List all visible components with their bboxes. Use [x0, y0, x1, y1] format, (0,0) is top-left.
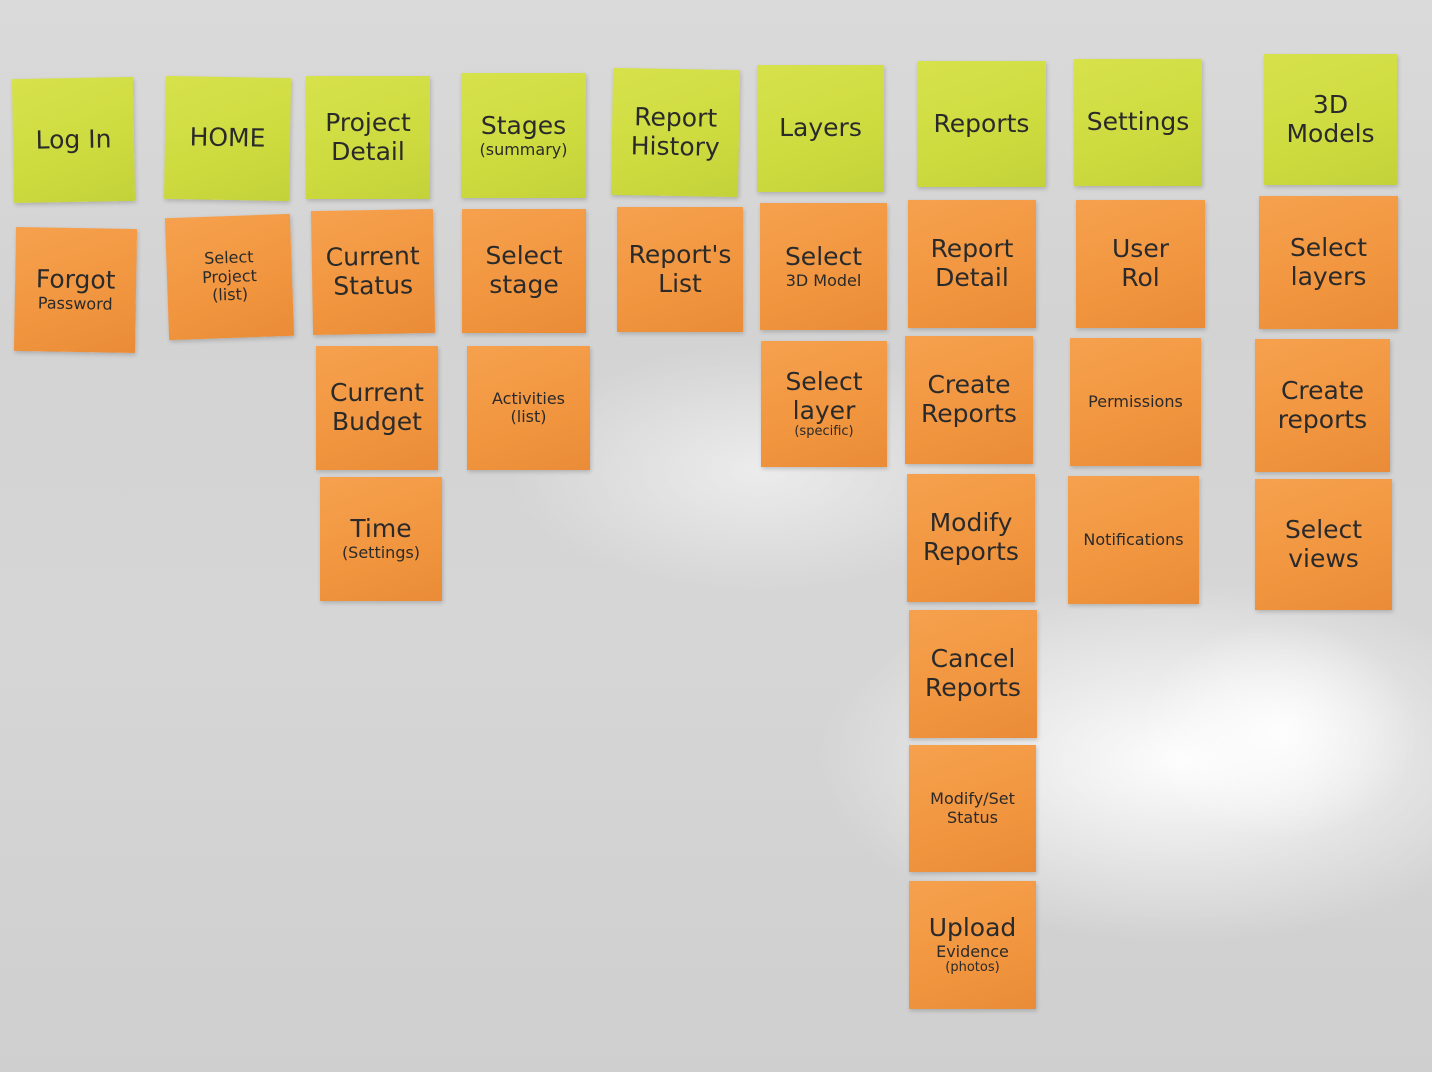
sticky-note-home: HOME	[163, 75, 292, 202]
sticky-note-text: Select	[1284, 514, 1363, 544]
sticky-note-log-in: Log In	[11, 76, 136, 204]
sticky-note-text: Project	[201, 265, 258, 287]
sticky-note-text: (list)	[211, 284, 249, 305]
sticky-note-text: Detail	[331, 136, 405, 166]
sticky-note-text: Time	[350, 514, 412, 544]
sticky-note-text: Activities	[492, 388, 565, 408]
sticky-note-text: Rol	[1121, 263, 1160, 292]
sticky-note-text: layers	[1290, 261, 1367, 291]
sticky-note-text: Current	[330, 378, 424, 408]
sticky-note-text: Select	[1289, 232, 1368, 262]
sticky-note-text: Create	[927, 370, 1011, 400]
sticky-note-text: Forgot	[35, 264, 116, 296]
sticky-note-text: Select	[485, 241, 563, 271]
sticky-note-text: Project	[325, 107, 411, 137]
sticky-note-text: Detail	[935, 263, 1009, 292]
sticky-note-text: 3D Model	[785, 270, 862, 290]
sticky-note-text: History	[630, 130, 720, 162]
sticky-note-text: layer	[792, 395, 856, 425]
sticky-note-text: Modify/Set	[930, 789, 1015, 809]
sticky-note-text: 3D	[1312, 89, 1349, 119]
sticky-note-text: Notifications	[1083, 529, 1184, 549]
sticky-note-text: Password	[37, 293, 113, 314]
sticky-note-text: HOME	[189, 122, 266, 153]
sticky-note-text: Models	[1286, 118, 1375, 148]
sticky-note-text: Status	[333, 270, 414, 301]
sticky-note-text: reports	[1277, 404, 1368, 434]
sticky-note-text: Modify	[929, 508, 1013, 538]
sticky-note-text: User	[1112, 234, 1169, 264]
sticky-note-time-settings: Time(Settings)	[320, 477, 442, 601]
sticky-note-text: (photos)	[945, 960, 1000, 976]
sticky-note-text: (list)	[510, 407, 547, 426]
sticky-note-activities-list: Activities(list)	[467, 346, 590, 470]
sticky-note-text: Select	[785, 366, 863, 396]
sticky-note-permissions: Permissions	[1070, 338, 1201, 466]
sticky-note-text: Report	[634, 102, 718, 133]
sticky-note-text: Cancel	[930, 644, 1016, 674]
sticky-note-text: Evidence	[936, 941, 1009, 961]
sticky-note-text: Reports	[921, 399, 1017, 428]
sticky-note-text: Report's	[628, 239, 732, 269]
sticky-note-text: (specific)	[794, 424, 854, 440]
sticky-note-text: Reports	[933, 108, 1030, 138]
sticky-note-text: Settings	[1086, 107, 1190, 137]
sticky-note-text: Permissions	[1088, 391, 1183, 411]
sticky-note-layers: Layers	[757, 65, 884, 192]
sticky-note-text: stage	[489, 270, 559, 299]
sticky-note-text: List	[658, 268, 702, 298]
sticky-note-reports: Reports	[917, 61, 1046, 187]
sticky-note-text: (Settings)	[341, 543, 421, 563]
sticky-note-notifications: Notifications	[1068, 476, 1199, 604]
sticky-note-text: Reports	[923, 537, 1019, 566]
sticky-note-text: Status	[947, 807, 998, 827]
sticky-note-text: Budget	[332, 407, 422, 436]
sticky-note-text: (summary)	[479, 139, 568, 159]
sticky-note-text: Reports	[925, 673, 1021, 702]
sticky-note-stages-summary: Stages(summary)	[461, 73, 586, 198]
sticky-note-text: views	[1288, 543, 1359, 573]
sticky-note-text: Layers	[779, 113, 862, 143]
sticky-note-text: Upload	[928, 912, 1017, 942]
sticky-note-text: Current	[325, 241, 420, 273]
sticky-note-text: Report	[930, 234, 1014, 264]
sticky-note-text: Create	[1280, 375, 1365, 405]
sticky-note-settings: Settings	[1074, 59, 1202, 186]
sticky-note-text: Stages	[480, 110, 567, 140]
sticky-note-text: Log In	[35, 123, 112, 155]
sticky-note-text: Select	[784, 241, 863, 271]
